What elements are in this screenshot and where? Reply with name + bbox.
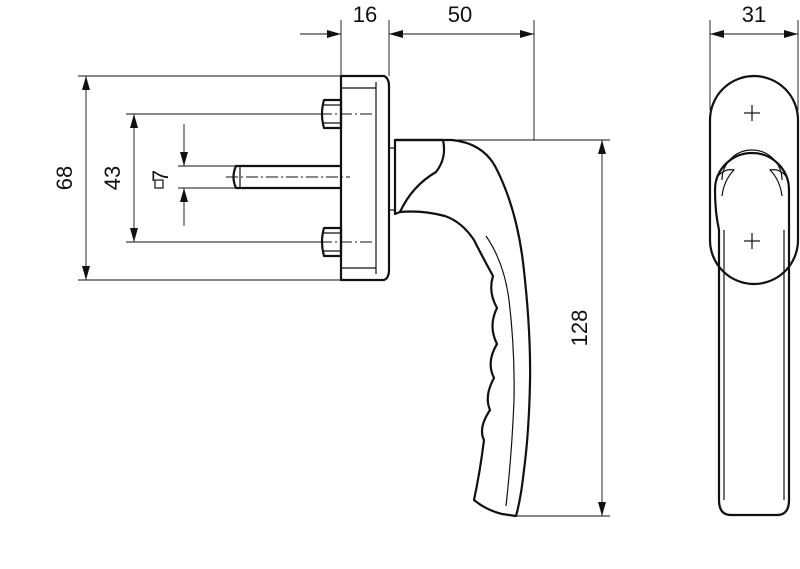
dim-7-label: 7 [148,170,173,182]
dim-16-label: 16 [353,2,377,27]
dim-50-label: 50 [448,2,472,27]
dim-43: 43 [100,114,138,242]
screw-cross-bottom [744,233,760,249]
dim-128: 128 [567,140,606,516]
dim-16: 16 [300,2,534,38]
side-view: 68 43 7 16 50 [52,2,610,518]
dim-68: 68 [52,76,90,280]
lever-grip-line [485,235,515,507]
lever-handle [393,138,532,518]
square-symbol [154,179,164,189]
dim-68-label: 68 [52,166,77,190]
front-rose [708,74,800,286]
screw-cross-top [744,105,760,121]
rose-base-plate [339,74,391,282]
screw-top [320,98,343,130]
screw-bottom [320,226,343,258]
dim-50: 50 [448,2,534,38]
dim-7: 7 [148,124,188,226]
dim-43-label: 43 [100,166,125,190]
front-lever [713,151,791,517]
dim-31: 31 [710,2,798,38]
front-lever-inner [721,149,783,181]
dim-31-label: 31 [742,2,766,27]
front-view: 31 [708,2,800,517]
lever-neck [388,138,446,216]
dim-128-label: 128 [567,310,592,347]
